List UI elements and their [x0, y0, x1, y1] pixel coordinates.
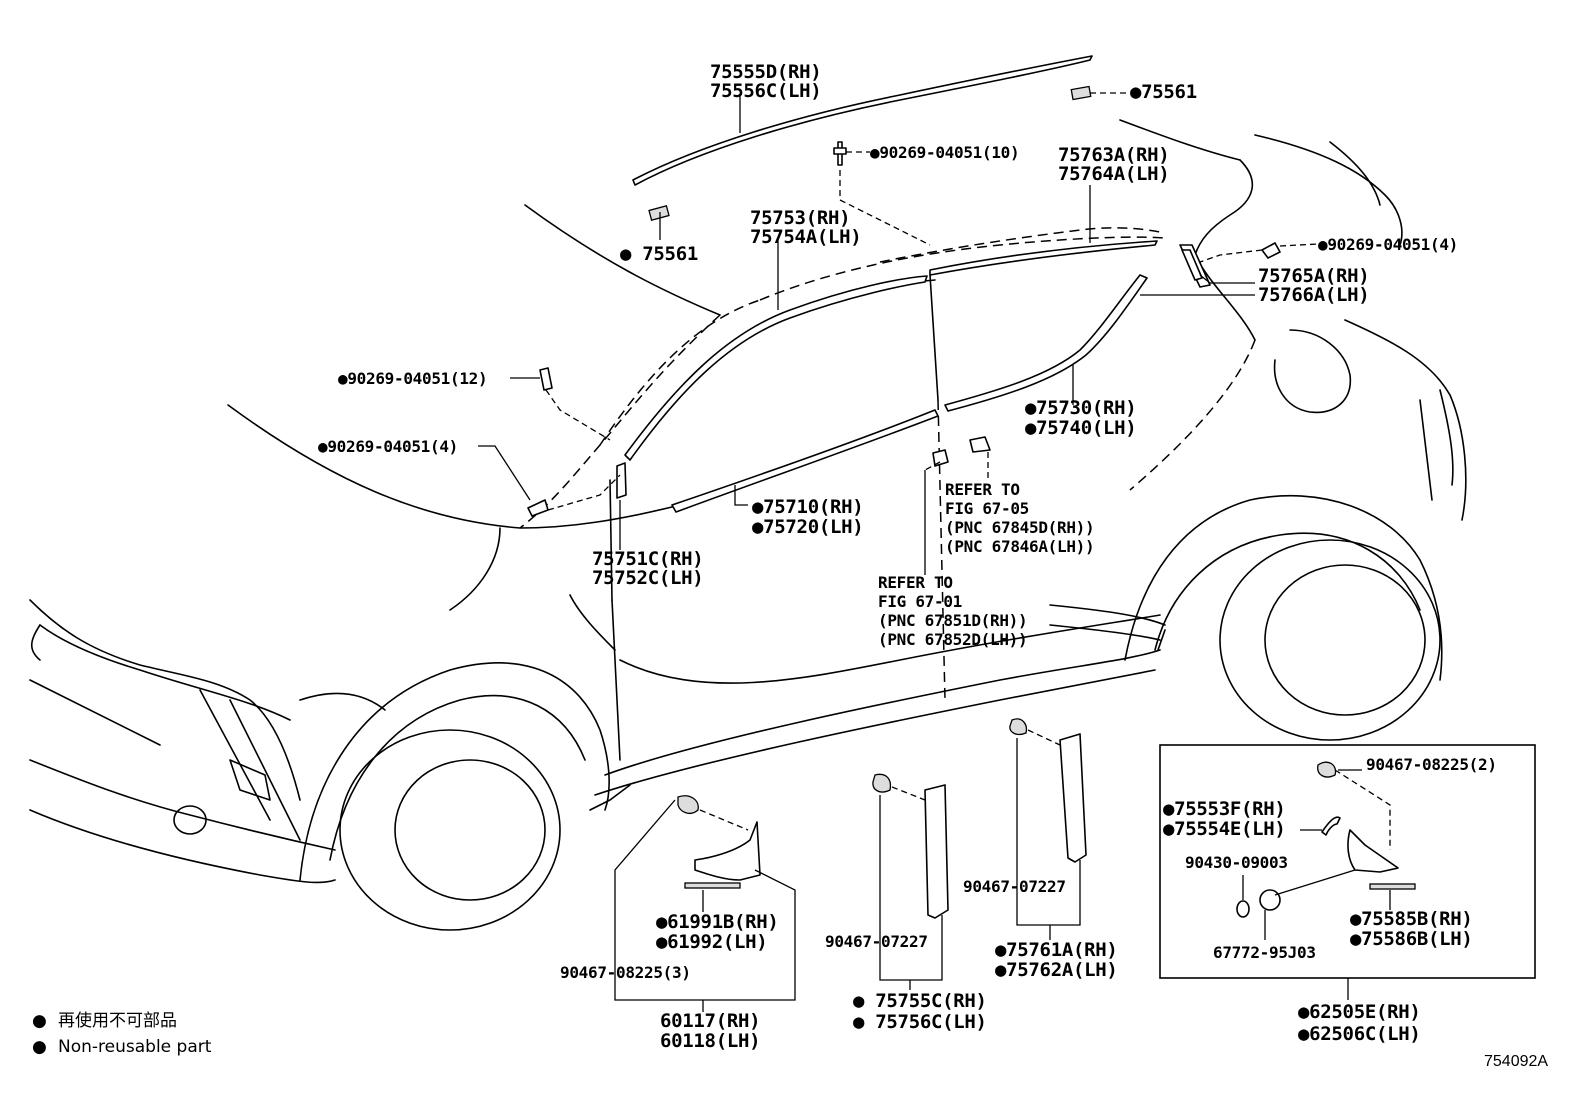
part-labels: 75555D(RH) 75556C(LH) ●75561 ● 75561 ●90…	[318, 61, 1497, 1052]
roof-clip-front	[648, 205, 670, 221]
label-mud-guard-lh: ●61992(LH)	[656, 931, 767, 953]
fastener-pin-head	[833, 147, 847, 155]
rear-upper-moulding	[929, 240, 1158, 276]
label-rear-corner-rh: 75765A(RH)	[1258, 265, 1369, 287]
label-box-emblem-rh: ●75585B(RH)	[1350, 908, 1473, 930]
label-roof-rail-rh: 75555D(RH)	[710, 61, 821, 83]
label-rear-corner-lh: 75766A(LH)	[1258, 284, 1369, 306]
label-roof-rail-lh: 75556C(LH)	[710, 80, 821, 102]
label-front-upper-rh: 75753(RH)	[750, 207, 850, 229]
label-fastener-10: ●90269-04051(10)	[870, 143, 1019, 162]
label-rear-door-belt-lh: ●75740(LH)	[1025, 417, 1136, 439]
label-cpillar-rh: ●75761A(RH)	[995, 939, 1118, 961]
label-pillar-front-rh: 75751C(RH)	[592, 548, 703, 570]
label-box-assy-rh: ●62505E(RH)	[1298, 1001, 1421, 1023]
label-box-clip-2: 90430-09003	[1185, 853, 1288, 872]
a-pillar-garnish	[616, 462, 627, 499]
label-cpillar-lh: ●75762A(LH)	[995, 959, 1118, 981]
label-pillar-front-lh: 75752C(LH)	[592, 567, 703, 589]
label-refer-rear-4: (PNC 67846A(LH))	[945, 537, 1094, 556]
part-shapes	[527, 55, 1416, 919]
legend-en-text: Non-reusable part	[58, 1037, 212, 1057]
legend-bullet-en: ●	[32, 1037, 47, 1057]
label-fastener-4-front: ●90269-04051(4)	[318, 437, 458, 456]
label-clip-bpillar: 90467-07227	[825, 932, 928, 951]
front-door-belt-moulding	[671, 409, 939, 513]
label-box-assy-lh: ●62506C(LH)	[1298, 1023, 1421, 1045]
label-clip-3: 90467-08225(3)	[560, 963, 691, 982]
label-refer-front-1: REFER TO	[878, 573, 953, 592]
front-upper-moulding	[624, 275, 928, 461]
label-refer-front-4: (PNC 67852D(LH))	[878, 630, 1027, 649]
label-front-belt-rh: 75763A(RH)	[1058, 144, 1169, 166]
label-refer-front-3: (PNC 67851D(RH))	[878, 611, 1027, 630]
label-front-door-belt-rh: ●75710(RH)	[752, 496, 863, 518]
rear-door-frame-moulding	[944, 274, 1148, 412]
label-bpillar-lh: ● 75756C(LH)	[853, 1011, 987, 1033]
clip-07227-c	[1009, 718, 1028, 736]
clip-07227-b	[872, 773, 892, 793]
fastener-pin-4-front	[527, 499, 549, 517]
label-box-plug: 67772-95J03	[1213, 943, 1316, 962]
label-fastener-4-rear: ●90269-04051(4)	[1318, 235, 1458, 254]
label-refer-front-2: FIG 67-01	[878, 592, 962, 611]
label-clip-cpillar: 90467-07227	[963, 877, 1066, 896]
plug-95j03	[1259, 889, 1281, 911]
label-box-ornament-rh: ●75553F(RH)	[1163, 798, 1286, 820]
label-front-door-belt-lh: ●75720(LH)	[752, 516, 863, 538]
clip-08225-3	[677, 795, 699, 814]
label-box-ornament-lh: ●75554E(LH)	[1163, 818, 1286, 840]
leader-lines	[478, 92, 1391, 1012]
detail-box	[1159, 744, 1536, 979]
fender-flare	[694, 821, 761, 881]
mud-guard-strip	[684, 882, 741, 889]
label-mud-guard-rh: ●61991B(RH)	[656, 911, 779, 933]
clip-box	[1317, 761, 1337, 778]
label-flare-lh: 60118(LH)	[660, 1030, 760, 1052]
c-pillar-garnish	[1059, 733, 1087, 863]
diagram-id: 754092A	[1484, 1053, 1548, 1070]
label-clip-rear-roof: ●75561	[1130, 81, 1197, 103]
legend-bullet-jp: ●	[32, 1011, 47, 1031]
label-bpillar-rh: ● 75755C(RH)	[853, 990, 987, 1012]
label-front-upper-lh: 75754A(LH)	[750, 226, 861, 248]
legend-jp-text: 再使用不可部品	[58, 1010, 177, 1031]
roof-rail	[632, 55, 1093, 186]
label-refer-rear-1: REFER TO	[945, 480, 1020, 499]
emblem-assy	[1347, 829, 1399, 873]
legend: ● 再使用不可部品 ● Non-reusable part	[32, 1010, 212, 1057]
door-clip-front	[932, 449, 949, 467]
label-flare-rh: 60117(RH)	[660, 1010, 760, 1032]
label-refer-rear-3: (PNC 67845D(RH))	[945, 518, 1094, 537]
clip-09003	[1236, 900, 1250, 918]
label-refer-rear-2: FIG 67-05	[945, 499, 1029, 518]
label-box-clip: 90467-08225(2)	[1366, 755, 1497, 774]
fastener-pin-4-rear	[1261, 242, 1281, 259]
label-clip-front-roof: ● 75561	[620, 243, 698, 265]
roof-clip-rear	[1070, 85, 1092, 101]
label-box-emblem-lh: ●75586B(LH)	[1350, 928, 1473, 950]
fastener-pin-12	[539, 367, 553, 391]
ornament-curve	[1321, 816, 1341, 836]
emblem-strip	[1369, 883, 1416, 890]
b-pillar-garnish	[924, 784, 949, 919]
door-clip-rear	[969, 436, 991, 453]
label-front-belt-lh: 75764A(LH)	[1058, 163, 1169, 185]
label-rear-door-belt-rh: ●75730(RH)	[1025, 397, 1136, 419]
label-fastener-12: ●90269-04051(12)	[338, 369, 487, 388]
